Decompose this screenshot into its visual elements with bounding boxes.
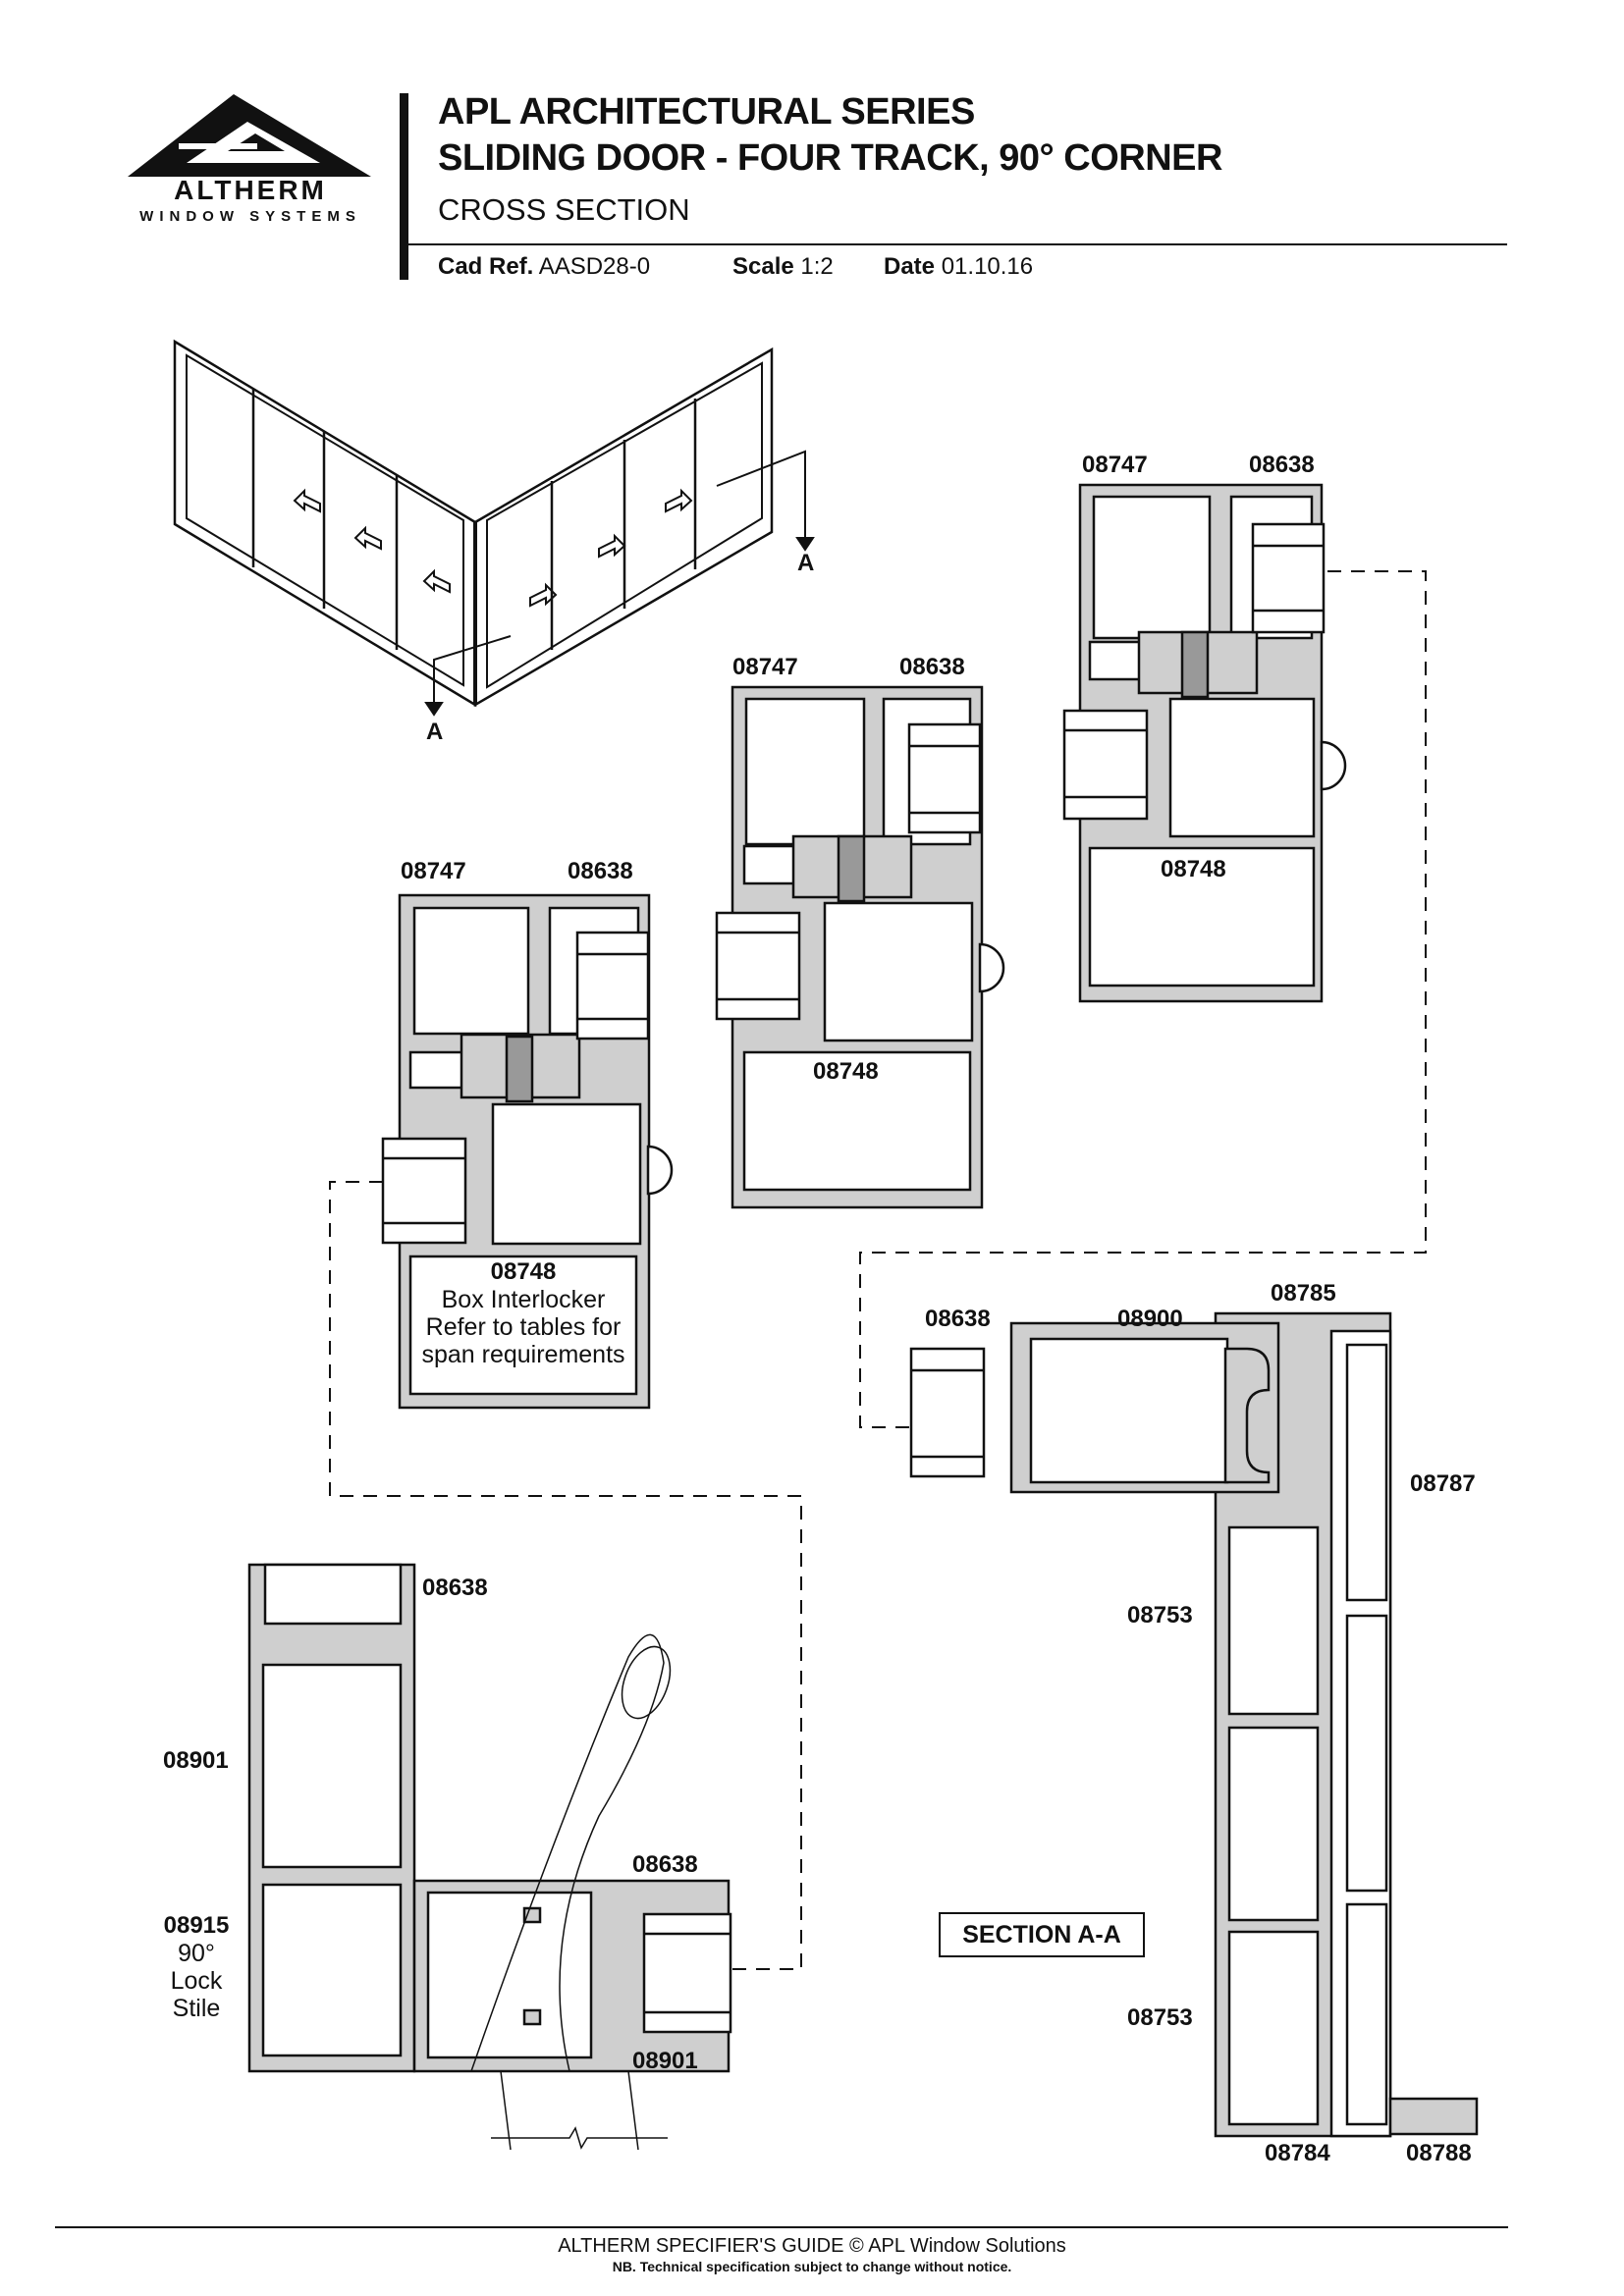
panel-1-section: [381, 893, 674, 1410]
subtitle: CROSS SECTION: [438, 192, 690, 227]
panel-1-note: 08748 Box Interlocker Refer to tables fo…: [410, 1258, 636, 1368]
span-note-line-1: Refer to tables for: [425, 1313, 622, 1341]
scale-label: Scale: [732, 253, 794, 280]
brand-tagline: WINDOW SYSTEMS: [139, 208, 361, 225]
section-part-08753-upper: 08753: [1127, 1602, 1193, 1629]
altherm-logo-icon: [128, 94, 371, 177]
lock-stile-label: 08915 90° Lock Stile: [147, 1912, 245, 2022]
cad-ref-value: AASD28-0: [538, 253, 651, 280]
lock-stile-word-2: Stile: [172, 1995, 221, 2022]
panel-3-part-08747: 08747: [1082, 452, 1148, 478]
section-part-08638: 08638: [925, 1306, 991, 1332]
section-part-08787: 08787: [1410, 1470, 1476, 1497]
section-marker-a-bottom: A: [426, 719, 444, 745]
section-part-08900: 08900: [1117, 1306, 1183, 1332]
panel-3-part-08638: 08638: [1249, 452, 1315, 478]
isometric-corner-view: [173, 339, 774, 708]
panel-2-part-08638: 08638: [899, 654, 965, 680]
section-part-08753-lower: 08753: [1127, 2004, 1193, 2031]
corner-detail-section: [247, 1563, 732, 2073]
scale-value: 1:2: [800, 253, 834, 280]
section-marker-a-top: A: [797, 550, 815, 576]
section-cut-line: [424, 450, 815, 717]
corner-part-08638-right: 08638: [632, 1851, 698, 1878]
lock-stile-word-1: Lock: [170, 1967, 223, 1995]
section-part-08784: 08784: [1265, 2140, 1330, 2166]
panel-2-part-08747: 08747: [732, 654, 798, 680]
section-aa-frame: [909, 1311, 1479, 2138]
box-interlocker-label: Box Interlocker: [441, 1286, 606, 1313]
cad-ref-label: Cad Ref.: [438, 253, 534, 280]
footer-disclaimer: NB. Technical specification subject to c…: [612, 2259, 1012, 2274]
date: Date 01.10.16: [884, 253, 1033, 281]
header-divider: [400, 93, 408, 280]
header-rule: [400, 243, 1507, 245]
section-part-08788: 08788: [1406, 2140, 1472, 2166]
corner-part-08901-left: 08901: [163, 1747, 229, 1774]
dashed-connector: [329, 570, 1427, 1970]
lock-stile-angle: 90°: [178, 1940, 215, 1967]
panel-1-part-08748: 08748: [490, 1258, 557, 1285]
footer-copyright: ALTHERM SPECIFIER'S GUIDE © APL Window S…: [558, 2235, 1066, 2257]
section-aa-label: SECTION A-A: [939, 1912, 1145, 1957]
panel-1-part-08747: 08747: [401, 858, 466, 884]
cad-ref: Cad Ref. AASD28-0: [438, 253, 650, 281]
panel-3-section: [1062, 483, 1347, 1003]
scale: Scale 1:2: [732, 253, 834, 281]
title-line-1: APL ARCHITECTURAL SERIES: [438, 91, 975, 133]
lock-stile-part: 08915: [163, 1912, 230, 1939]
door-swing-arc: [470, 1633, 672, 2151]
panel-3-part-08748: 08748: [1161, 856, 1226, 882]
panel-1-part-08638: 08638: [568, 858, 633, 884]
panel-2-section: [715, 685, 1005, 1209]
section-part-08785: 08785: [1271, 1280, 1336, 1307]
title-line-2: SLIDING DOOR - FOUR TRACK, 90° CORNER: [438, 137, 1222, 179]
date-value: 01.10.16: [941, 253, 1034, 280]
corner-part-08638-top: 08638: [422, 1575, 488, 1601]
brand-name: ALTHERM: [174, 175, 327, 205]
date-label: Date: [884, 253, 936, 280]
panel-2-part-08748: 08748: [813, 1058, 879, 1085]
sliding-arrow-icon: [293, 488, 693, 608]
footer-rule: [55, 2226, 1508, 2228]
corner-part-08901-right: 08901: [632, 2048, 698, 2074]
span-note-line-2: span requirements: [421, 1341, 625, 1368]
